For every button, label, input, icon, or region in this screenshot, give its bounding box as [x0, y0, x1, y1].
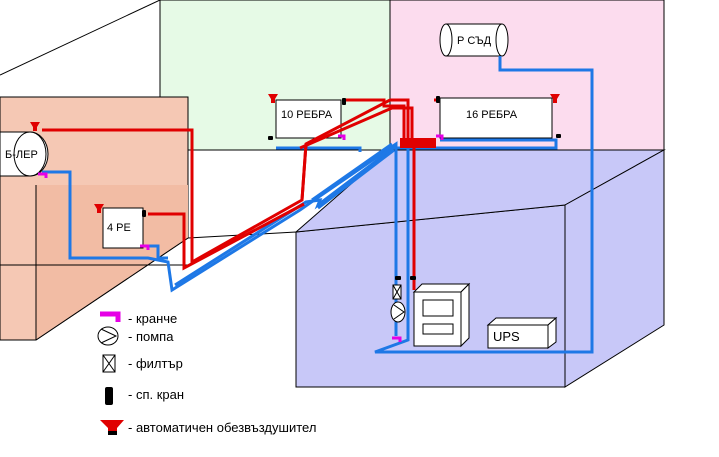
stop-valves [142, 96, 561, 280]
stop-valve-icon [105, 387, 113, 405]
radiator-4: 4 РЕ [102, 207, 144, 249]
radiator-10-label: 10 РЕБРА [281, 109, 333, 121]
supply-pipes [42, 98, 440, 290]
legend-valve-small: - кранче [128, 311, 177, 326]
room-green [159, 0, 391, 151]
manifold [400, 138, 436, 148]
boiler-label: Б-ЛЕР [5, 149, 38, 161]
radiator-4-label: 4 РЕ [107, 222, 131, 234]
legend-filter: - филтър [128, 356, 183, 371]
legend-stop-valve: - сп. кран [128, 387, 184, 402]
radiator-16-label: 16 РЕБРА [466, 109, 518, 121]
pump-icon [97, 326, 119, 346]
tank-label: Р СЪД [457, 35, 492, 47]
filter-icon [102, 354, 116, 373]
wall-lines [0, 0, 391, 341]
small-valves [38, 134, 444, 342]
room-salmon-side [36, 185, 188, 340]
valve-small-icon [100, 311, 121, 322]
radiator-16: 16 РЕБРА [439, 97, 553, 139]
room-blue-side [564, 149, 665, 388]
pump-filter-assembly [390, 284, 406, 323]
air-vents [30, 94, 560, 213]
air-vent-icon [100, 420, 124, 434]
boiler: Б-ЛЕР [0, 131, 49, 177]
legend: - кранче - помпа - филтър - сп. кран - а… [97, 311, 316, 435]
legend-pump: - помпа [128, 329, 174, 344]
furnace [412, 282, 471, 348]
ups-label: UPS [493, 329, 520, 344]
legend-air-vent: - автоматичен обезвъздушител [128, 420, 316, 435]
return-pipes [42, 56, 594, 354]
expansion-tank: Р СЪД [439, 23, 509, 57]
ups-unit: UPS [486, 316, 558, 349]
